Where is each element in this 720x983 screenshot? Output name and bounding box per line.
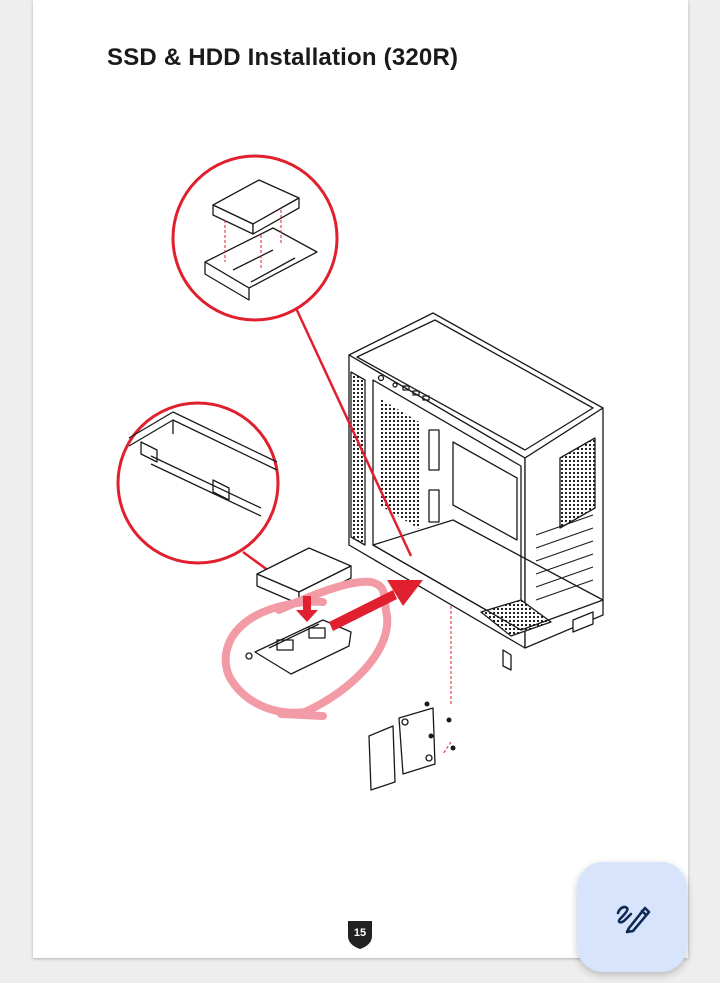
shield-icon	[348, 921, 372, 949]
ssd-bracket-drawing	[368, 701, 456, 791]
document-page: SSD & HDD Installation (320R)	[33, 0, 688, 958]
page-title: SSD & HDD Installation (320R)	[107, 44, 459, 71]
insert-arrow-icon	[329, 580, 423, 631]
pen-edit-icon	[616, 905, 651, 934]
pc-case-drawing	[348, 312, 604, 671]
annotate-fab-button[interactable]	[577, 862, 687, 972]
rail-zoom-callout	[116, 401, 296, 592]
hdd-zoom-callout	[171, 154, 413, 557]
down-arrow-icon	[296, 596, 318, 622]
installation-diagram	[116, 154, 604, 791]
page-number-badge: 15	[346, 918, 374, 950]
page-number: 15	[353, 927, 367, 939]
